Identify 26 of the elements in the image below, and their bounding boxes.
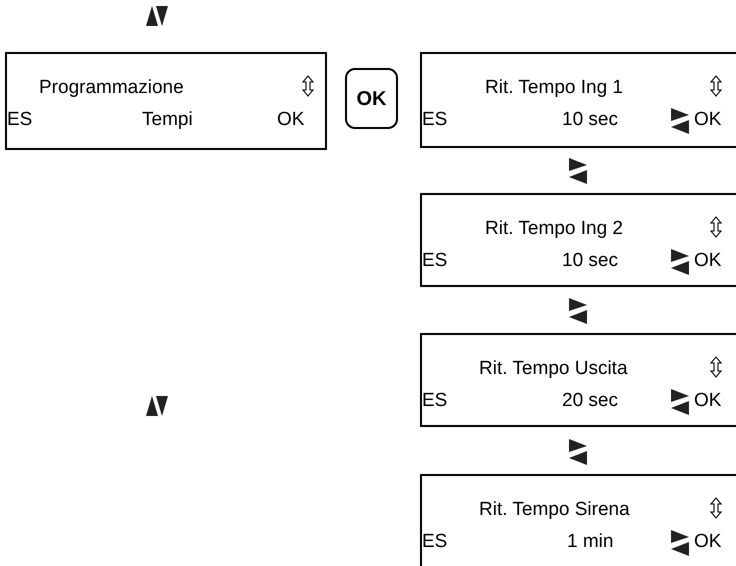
softkey-label: OK [277,110,304,129]
softkey-label: ES [422,532,448,551]
value-text: 1 min [567,532,614,551]
softkey-label: OK [694,251,722,270]
softkey-label: OK [694,391,722,410]
value-text: 10 sec [562,251,618,270]
softkey-label: ES [422,251,448,270]
display-screen [5,52,327,150]
softkey-label: ES [422,110,448,129]
softkey-label: OK [694,532,722,551]
value-text: 20 sec [562,391,618,410]
menu-title: Programmazione [39,78,184,97]
menu-title: Rit. Tempo Uscita [479,359,628,378]
ok-key: OK [345,68,398,129]
menu-title: Rit. Tempo Sirena [479,500,630,519]
display-screen [420,52,736,148]
menu-title: Rit. Tempo Ing 1 [485,78,624,97]
display-screen [420,333,736,427]
display-screen [420,193,736,287]
softkey-label: ES [422,391,448,410]
value-text: Tempi [142,110,193,129]
softkey-label: OK [694,110,722,129]
menu-title: Rit. Tempo Ing 2 [485,219,624,238]
display-screen [420,474,736,566]
value-text: 10 sec [562,110,618,129]
softkey-label: ES [7,110,32,129]
